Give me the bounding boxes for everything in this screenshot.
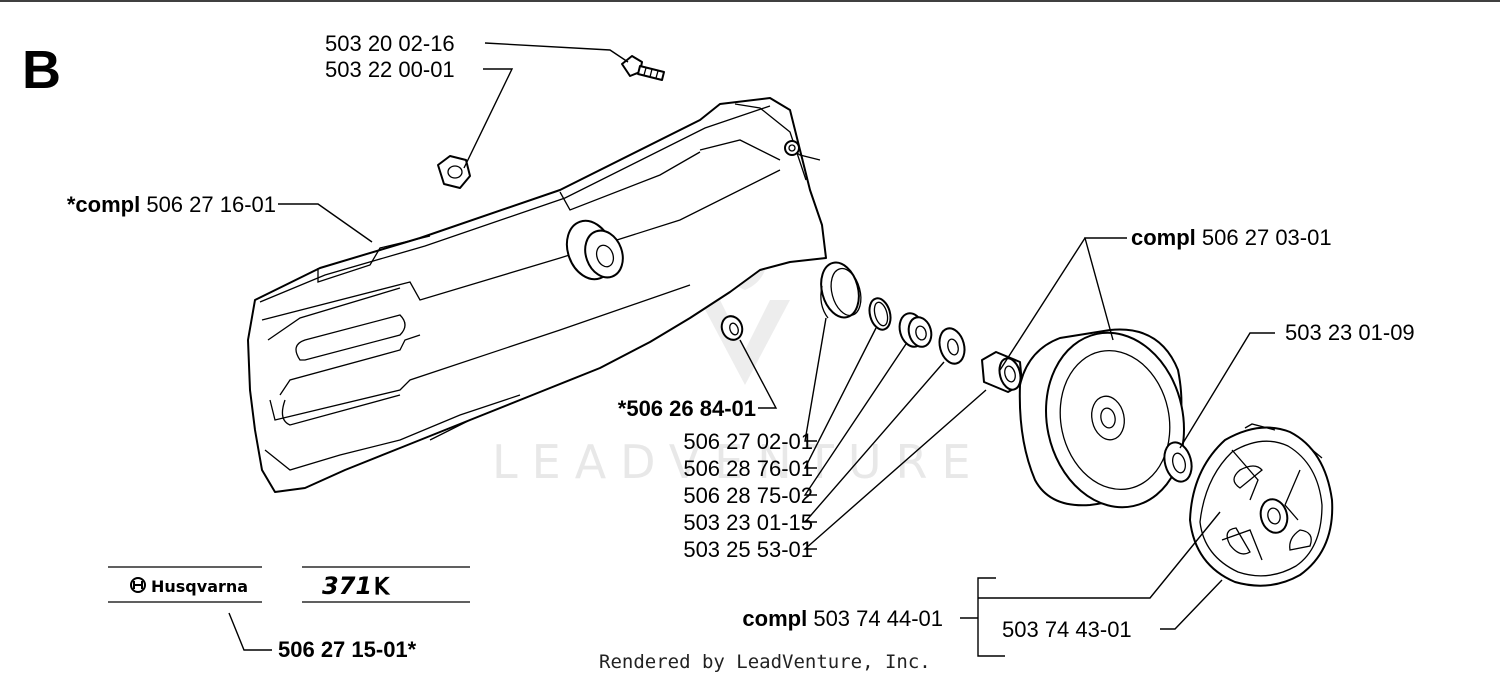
leader-lines bbox=[108, 42, 1275, 657]
model-decal-number: 371 bbox=[322, 572, 372, 600]
part-label-506-28-75-02: 506 28 75-02 bbox=[683, 483, 813, 508]
part-label-503-23-01-15: 503 23 01-15 bbox=[683, 510, 813, 535]
part-label-503-20-02-16: 503 20 02-16 bbox=[325, 31, 455, 56]
footer-credit: Rendered by LeadVenture, Inc. bbox=[599, 651, 931, 673]
model-decal: 371 K bbox=[322, 572, 390, 601]
cap-part bbox=[820, 261, 862, 319]
snap-ring-part bbox=[868, 297, 892, 331]
part-label-506-28-76-01: 506 28 76-01 bbox=[683, 456, 813, 481]
part-labels: 503 20 02-16 503 22 00-01 *compl 506 27 … bbox=[67, 31, 1415, 662]
part-label-503-74-44-01: compl 503 74 44-01 bbox=[742, 606, 943, 631]
part-label-506-27-15-01: 506 27 15-01* bbox=[278, 637, 417, 662]
part-label-506-27-03-01: compl 506 27 03-01 bbox=[1131, 225, 1332, 250]
part-label-503-23-01-09: 503 23 01-09 bbox=[1285, 320, 1415, 345]
part-label-503-25-53-01: 503 25 53-01 bbox=[683, 537, 813, 562]
section-letter: B bbox=[22, 40, 61, 100]
clutch-shoe-part bbox=[1189, 423, 1334, 587]
model-decal-suffix: K bbox=[374, 575, 389, 600]
clutch-cover bbox=[247, 97, 827, 493]
watermark-logo-icon bbox=[700, 300, 790, 385]
part-label-503-74-43-01: 503 74 43-01 bbox=[1002, 617, 1132, 642]
clutch-drum-part bbox=[1018, 328, 1185, 509]
brand-decal-text: Husqvarna bbox=[151, 577, 248, 596]
screw-part bbox=[621, 55, 665, 81]
husqvarna-logo-icon bbox=[130, 577, 146, 593]
watermark-text: LEADVENTURE bbox=[492, 435, 985, 489]
part-label-506-27-02-01: 506 27 02-01 bbox=[683, 429, 813, 454]
collar-part bbox=[898, 312, 933, 348]
nut-part bbox=[437, 155, 471, 189]
needle-bearing-part bbox=[981, 351, 1023, 393]
brand-decal: Husqvarna bbox=[130, 577, 248, 596]
part-label-503-22-00-01: 503 22 00-01 bbox=[325, 57, 455, 82]
part-label-506-27-16-01: *compl 506 27 16-01 bbox=[67, 192, 276, 217]
washer-part bbox=[938, 327, 966, 365]
small-ring-part bbox=[720, 315, 744, 341]
washer-2-part bbox=[1163, 441, 1193, 483]
part-label-506-26-84-01: *506 26 84-01 bbox=[618, 396, 756, 421]
